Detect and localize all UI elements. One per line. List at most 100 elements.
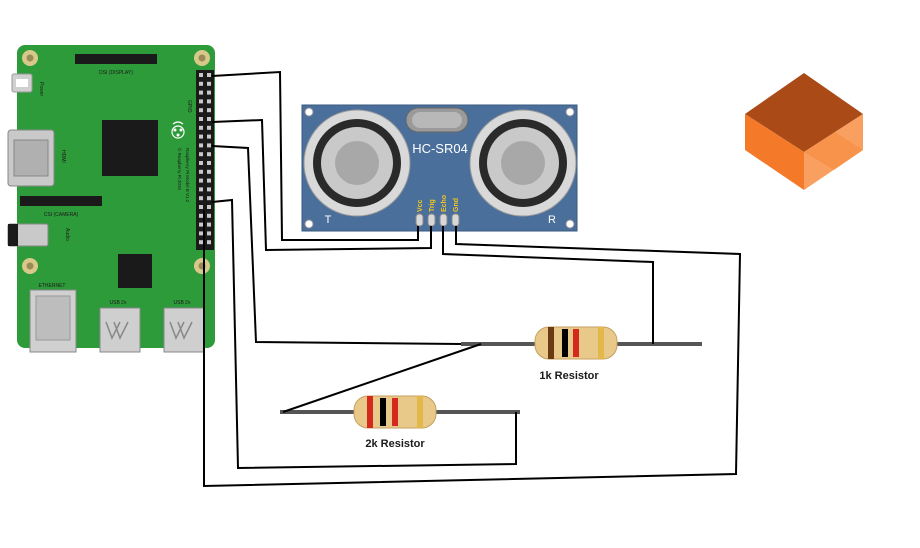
gpio-pin [207, 161, 211, 165]
gpio-pin [207, 90, 211, 95]
wire-vcc [211, 70, 419, 241]
usb-port-1 [99, 307, 141, 353]
wires [203, 70, 742, 488]
gpio-pin [207, 213, 211, 218]
gpio-pin [199, 222, 203, 227]
gpio-pin [207, 73, 211, 77]
pin-vcc [415, 213, 424, 227]
pin-label-gnd: Gnd [453, 198, 460, 212]
wire-gpio-echo [211, 145, 462, 345]
band-red-1 [367, 396, 373, 428]
gpio-pin [207, 222, 211, 227]
wire-junction-2k [282, 343, 482, 413]
gpio-pin [199, 205, 203, 209]
gpio-pin [199, 90, 203, 95]
receiver-transducer [469, 109, 577, 217]
receiver-label: R [548, 214, 556, 226]
gpio-label: GPIO [186, 100, 192, 113]
gpio-pin [199, 143, 203, 148]
gpio-pin [207, 205, 211, 209]
pin-gnd [451, 213, 460, 227]
band-brown-1 [548, 327, 554, 359]
transmitter-label: T [325, 214, 332, 226]
gpio-pin [199, 125, 203, 130]
csi-label: CSI (CAMERA) [44, 212, 79, 218]
gpio-pin [207, 99, 211, 104]
sensor-model-label: HC-SR04 [412, 141, 468, 156]
dsi-connector [75, 54, 157, 64]
resistor-1k-label: 1k Resistor [539, 370, 599, 382]
gpio-pin [207, 81, 211, 86]
soc-chip [102, 120, 158, 176]
band-gold [417, 396, 423, 428]
gpio-pin [199, 134, 203, 139]
gpio-pin [199, 73, 203, 77]
dsi-label: DSI (DISPLAY) [99, 70, 133, 76]
gpio-pin [199, 108, 203, 113]
csi-connector [20, 196, 102, 206]
pin-label-trig: Trig [429, 199, 436, 212]
raspberry-pi-board: DSI (DISPLAY) Power HDMI © Raspberry Pi … [7, 45, 215, 353]
gpio-pin [199, 196, 203, 201]
gpio-pin [207, 231, 211, 236]
gpio-pin [207, 240, 211, 245]
resistor-1k: 1k Resistor [461, 326, 702, 382]
pin-trig [427, 213, 436, 227]
gpio-pin [199, 117, 203, 121]
band-black [380, 398, 386, 426]
gpio-pin [199, 152, 203, 157]
gpio-pin [207, 143, 211, 148]
mounting-holes [22, 50, 210, 274]
gpio-pin [207, 178, 211, 183]
band-red-2 [392, 398, 398, 426]
gpio-pin [199, 161, 203, 165]
gpio-pin [207, 169, 211, 174]
pin-echo [439, 213, 448, 227]
pin-label-vcc: Vcc [417, 199, 424, 212]
cube-left [745, 114, 804, 190]
gpio-pin [199, 213, 203, 218]
usb-port-2 [163, 307, 205, 353]
band-gold [598, 327, 604, 359]
wire-echo [442, 226, 654, 344]
gpio-pin [207, 152, 211, 157]
gpio-pin [199, 81, 203, 86]
resistor-2k-label: 2k Resistor [365, 438, 425, 450]
gpio-pin [207, 134, 211, 139]
gpio-pins [199, 73, 211, 245]
cube-top [745, 73, 863, 152]
pin-label-echo: Echo [441, 195, 448, 212]
power-label: Power [38, 82, 44, 97]
raspberry-logo [171, 121, 185, 139]
usb-controller-chip [118, 254, 152, 288]
gpio-pin [207, 117, 211, 121]
wire-2k-ground [211, 198, 517, 470]
usb-label-2: USB 2x [174, 300, 191, 306]
transmitter-transducer [303, 109, 411, 217]
gpio-pin [207, 125, 211, 130]
ethernet-label: ETHERNET [39, 283, 66, 289]
gpio-pin [207, 196, 211, 201]
gpio-pin [207, 187, 211, 192]
wire-trig [211, 118, 432, 252]
gpio-pin [207, 108, 211, 113]
gpio-pin [199, 178, 203, 183]
gpio-pin [199, 231, 203, 236]
resistor-2k: 2k Resistor [280, 395, 520, 450]
gpio-pin [199, 169, 203, 174]
band-red [573, 329, 579, 357]
gpio-pin [199, 240, 203, 245]
cube-logo-icon [745, 73, 863, 190]
copyright-label: © Raspberry Pi 2015 [177, 148, 183, 190]
band-black [562, 329, 568, 357]
audio-label: Audio [64, 228, 70, 241]
usb-label-1: USB 2x [110, 300, 127, 306]
hdmi-label: HDMI [60, 150, 66, 163]
hc-sr04-sensor: HC-SR04 T R Vcc Trig Echo Gnd [301, 104, 578, 232]
board-pcb [17, 45, 215, 348]
gpio-pin [199, 187, 203, 192]
board-model-label: Raspberry Pi Model B V1.2 [185, 148, 190, 203]
wire-gnd [203, 210, 742, 488]
gpio-pin [199, 99, 203, 104]
